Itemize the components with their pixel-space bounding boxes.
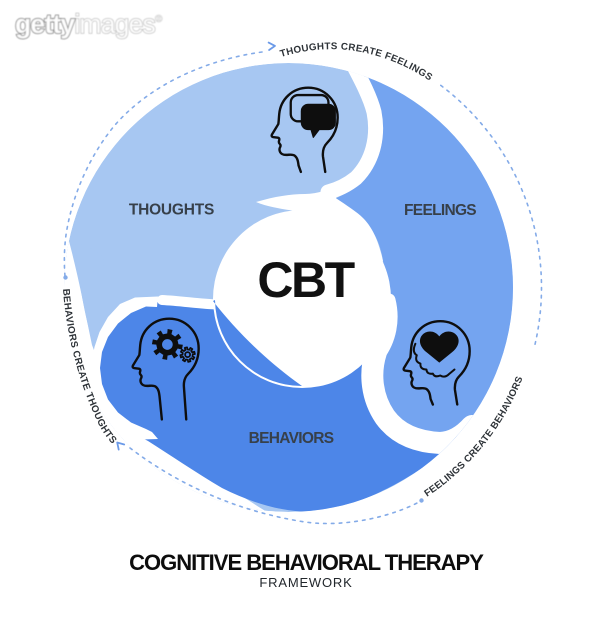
svg-text:CBT: CBT bbox=[257, 252, 354, 308]
svg-text:gettyimages®: gettyimages® bbox=[15, 9, 163, 39]
svg-text:THOUGHTS: THOUGHTS bbox=[129, 202, 214, 219]
svg-text:COGNITIVE BEHAVIORAL THERAPY: COGNITIVE BEHAVIORAL THERAPY bbox=[129, 550, 484, 575]
svg-text:FEELINGS: FEELINGS bbox=[404, 202, 476, 219]
svg-text:FRAMEWORK: FRAMEWORK bbox=[259, 575, 352, 590]
svg-text:BEHAVIORS: BEHAVIORS bbox=[249, 430, 334, 447]
